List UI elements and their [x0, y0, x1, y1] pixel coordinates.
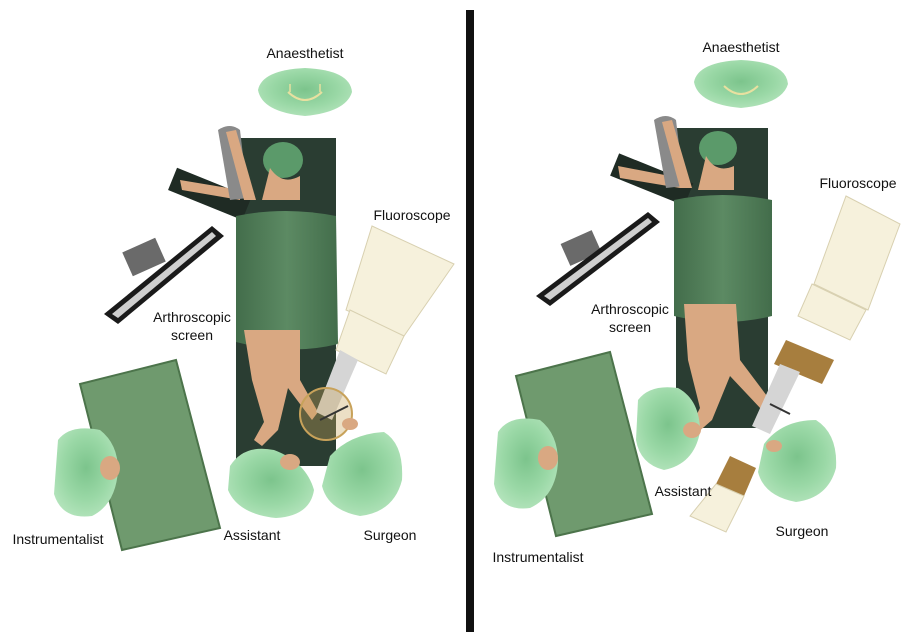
label-assistant-right: Assistant — [655, 483, 712, 499]
arthroscopic-screen-right — [536, 212, 660, 306]
label-fluoroscope-left: Fluoroscope — [373, 207, 450, 223]
label-surgeon-right: Surgeon — [776, 523, 829, 539]
label-instrumentalist-left: Instrumentalist — [12, 531, 103, 547]
label-assistant-left: Assistant — [224, 527, 281, 543]
label-arthroscopic-right-1: Arthroscopic — [591, 301, 669, 317]
surgical-drape — [236, 211, 338, 350]
label-fluoroscope-right: Fluoroscope — [819, 175, 896, 191]
label-arthroscopic-right-2: screen — [609, 319, 651, 335]
panel-divider — [466, 10, 474, 632]
anaesthetist-figure — [258, 68, 352, 116]
anaesthetist-figure-right — [694, 60, 788, 108]
label-surgeon-left: Surgeon — [364, 527, 417, 543]
label-anaesthetist-left: Anaesthetist — [266, 45, 343, 61]
label-instrumentalist-right: Instrumentalist — [492, 549, 583, 565]
patient-head-right — [699, 131, 737, 165]
label-anaesthetist-right: Anaesthetist — [702, 39, 779, 55]
knee-zoom-circle — [300, 388, 352, 440]
label-arthroscopic-left-2: screen — [171, 327, 213, 343]
left-panel: Anaesthetist Fluoroscope — [12, 45, 454, 550]
right-panel: Anaesthetist Fluoroscope — [492, 39, 900, 565]
surgical-drape-right — [674, 195, 772, 322]
label-arthroscopic-left-1: Arthroscopic — [153, 309, 231, 325]
assistant-figure-right — [636, 387, 701, 470]
